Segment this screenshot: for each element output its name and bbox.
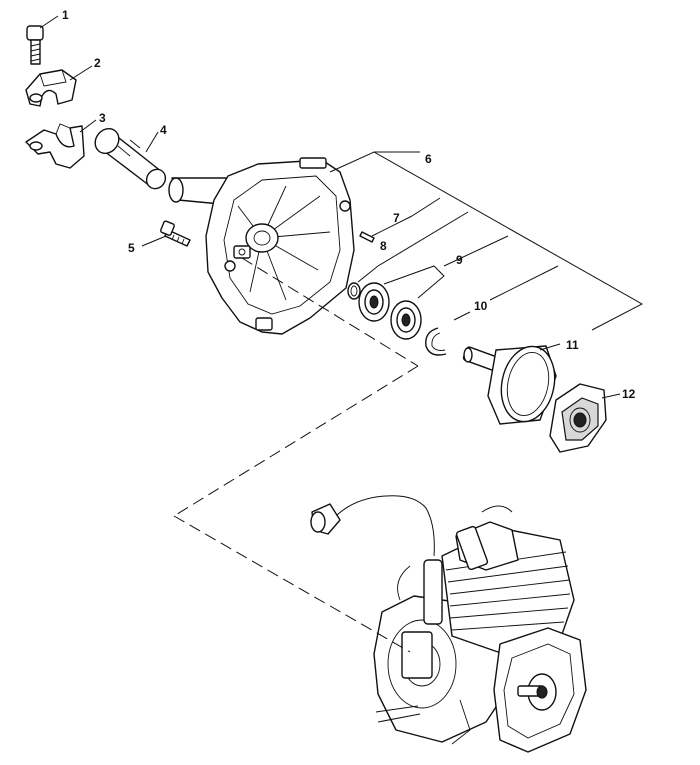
pin-icon [359,231,375,243]
clutch-shoe-icon [549,383,607,453]
callout-7: 7 [393,211,400,225]
callout-8: 8 [380,239,387,253]
callout-labels: 1 2 3 4 5 6 7 8 9 10 11 12 [62,8,636,401]
callout-6: 6 [425,152,432,166]
clamp-lower-icon [25,123,85,169]
callout-5: 5 [128,241,135,255]
bolt-icon [160,220,191,247]
callout-9: 9 [456,253,463,267]
callout-4: 4 [160,123,167,137]
callout-1: 1 [62,8,69,22]
callout-3: 3 [99,111,106,125]
callout-12: 12 [622,387,636,401]
callout-10: 10 [474,299,488,313]
screw-icon [26,25,44,65]
fan-housing-icon [168,157,355,335]
snap-ring-icon [347,282,361,300]
engine-icon [310,495,587,753]
ball-bearing-icon [358,282,422,340]
alignment-dashes [173,257,419,653]
leader-lines [39,15,644,399]
callout-11: 11 [566,338,579,352]
circlip-icon [425,327,447,356]
callout-2: 2 [94,56,101,70]
clutch-drum-icon [462,345,557,425]
sleeve-icon [94,128,167,190]
clamp-upper-icon [25,69,77,107]
